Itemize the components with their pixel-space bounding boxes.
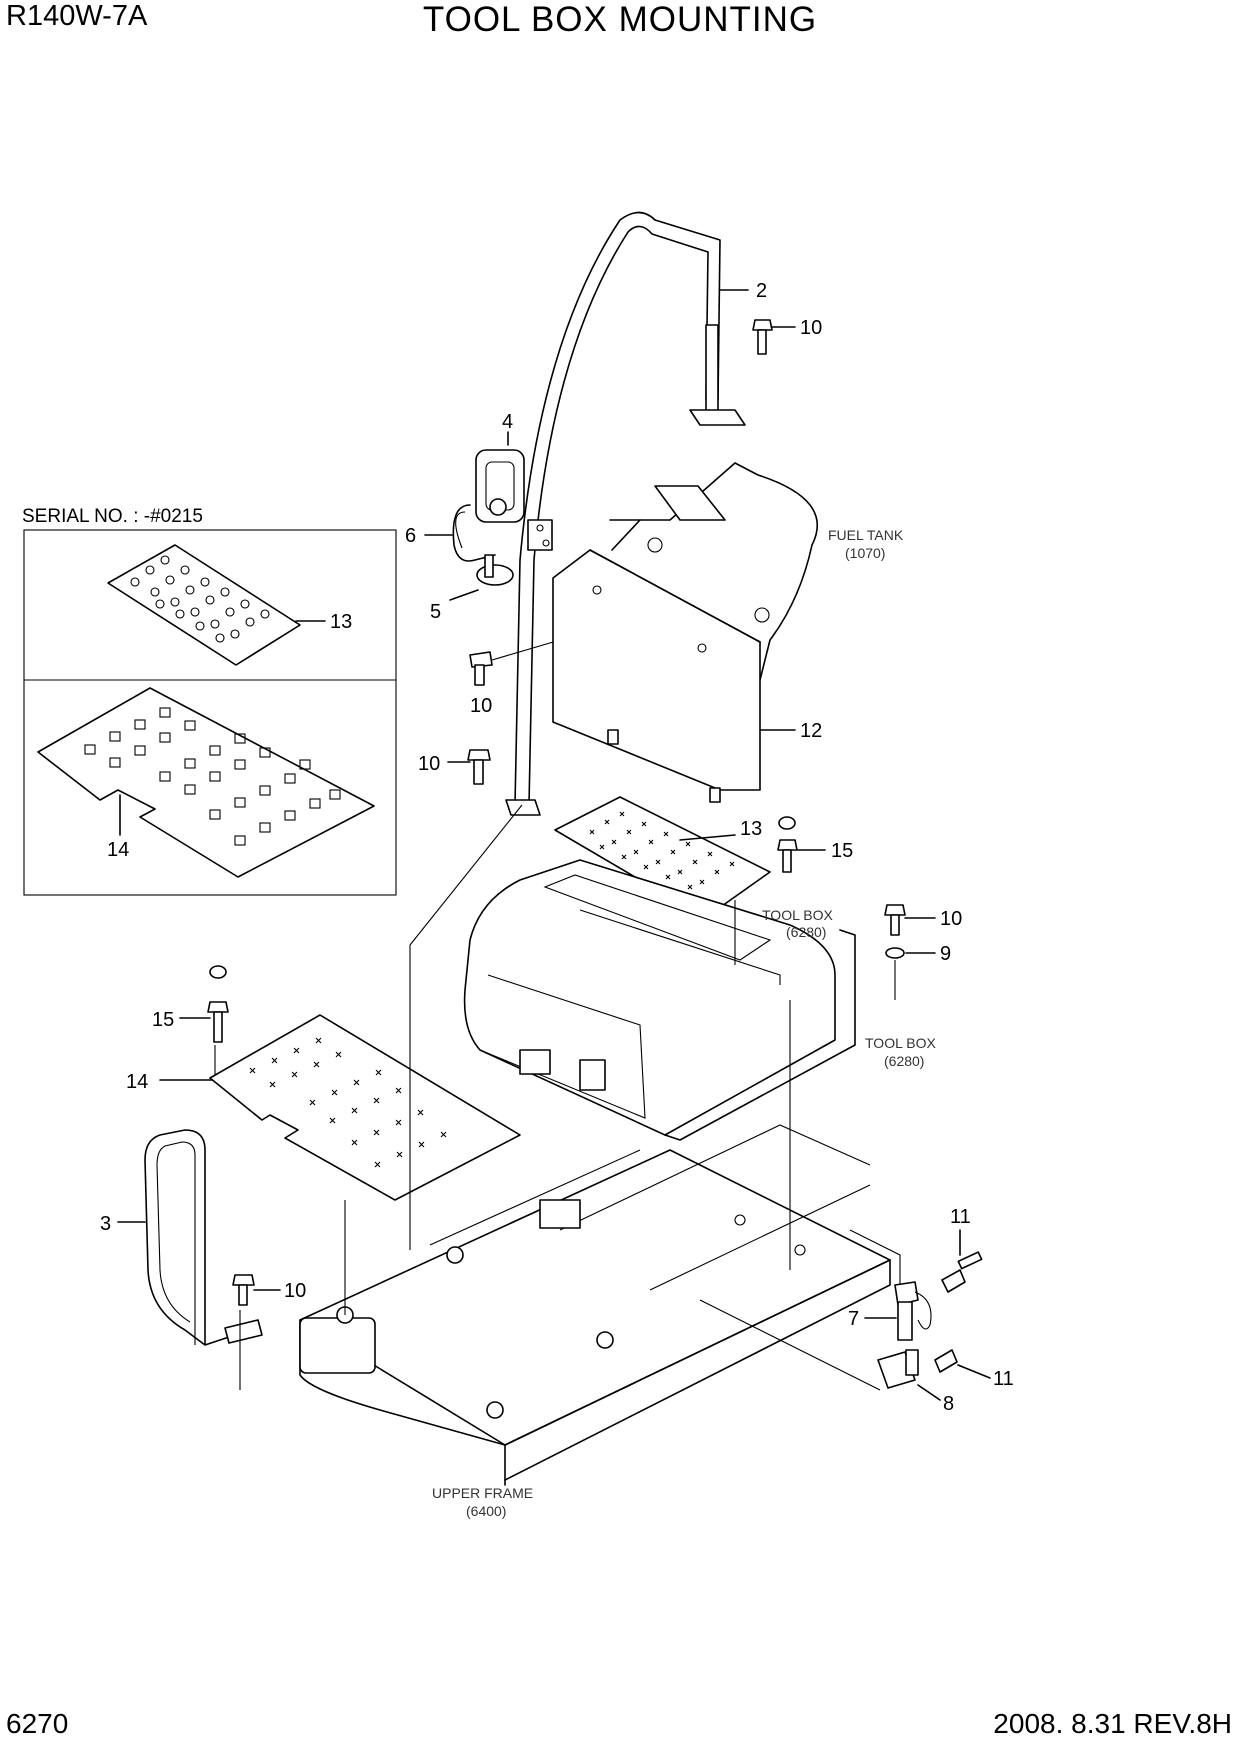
bolt-15-left: 15 <box>152 965 229 1043</box>
callout-10e: 10 <box>284 1280 306 1302</box>
tool-box-label-1: TOOL BOX <box>762 907 833 923</box>
page-title: TOOL BOX MOUNTING <box>422 0 818 39</box>
callout-9: 9 <box>940 943 951 965</box>
callout-4: 4 <box>502 411 513 433</box>
callout-13-inset: 13 <box>330 611 352 633</box>
inset-frame <box>23 529 397 896</box>
bolt-15-right: 15 <box>777 816 853 873</box>
callout-10c: 10 <box>418 753 440 775</box>
inset-plate-13-pattern <box>130 555 270 643</box>
handrail-upper: 2 <box>505 211 767 816</box>
assembly-leader-lines <box>214 804 881 1391</box>
callout-7: 7 <box>848 1308 859 1330</box>
handrail-foot <box>505 799 541 816</box>
tool-box-label-2: TOOL BOX <box>865 1035 936 1051</box>
latch-pin-7: 7 <box>848 1281 932 1341</box>
callout-15b: 15 <box>152 1009 174 1031</box>
callout-12: 12 <box>800 720 822 742</box>
callout-11b: 11 <box>993 1368 1014 1390</box>
bolt-10-lower: 10 <box>232 1274 306 1306</box>
callout-3: 3 <box>100 1213 111 1235</box>
callout-2: 2 <box>756 280 767 302</box>
fuel-tank-ref: (1070) <box>845 545 885 561</box>
fuel-tank-outline: FUEL TANK (1070) <box>609 462 904 681</box>
callout-10a: 10 <box>800 317 822 339</box>
bolt-11-upper: 11 <box>941 1206 983 1293</box>
bolt-10-mid: 10 <box>469 639 561 717</box>
callout-5: 5 <box>430 601 441 623</box>
bolt-10-left: 10 <box>418 749 491 785</box>
upper-frame-label: UPPER FRAME <box>432 1485 533 1501</box>
upper-frame-ref: (6400) <box>466 1503 506 1519</box>
model-number: R140W-7A <box>6 0 148 32</box>
mirror-stay-6 <box>452 504 496 562</box>
callout-10b: 10 <box>470 695 492 717</box>
bolt-10-top: 10 <box>752 317 822 355</box>
mirror-assembly: 4 6 5 <box>405 411 553 623</box>
fuel-tank-label: FUEL TANK <box>828 527 904 543</box>
callout-11a: 11 <box>950 1206 971 1228</box>
step-plate-14: 14 <box>126 1014 521 1201</box>
page-number: 6270 <box>6 1708 69 1739</box>
inset-panel: SERIAL NO. : -#0215 13 <box>22 506 397 896</box>
bolt-10-right: 10 <box>884 904 962 936</box>
callout-10d: 10 <box>940 908 962 930</box>
callout-13: 13 <box>740 818 762 840</box>
washer-9: 9 <box>885 943 951 1000</box>
upper-frame: UPPER FRAME (6400) <box>299 1124 901 1519</box>
handrail-base-plate <box>689 409 746 426</box>
tool-box-body: TOOL BOX (6280) TOOL BOX (6280) <box>463 859 936 1141</box>
cover-plate-12: 12 <box>552 537 822 803</box>
inset-plate-13 <box>107 544 301 666</box>
tool-box-ref-1: (6280) <box>786 924 826 940</box>
callout-15a: 15 <box>831 840 853 862</box>
callout-8: 8 <box>943 1393 954 1415</box>
inset-plate-14-pattern <box>84 707 341 846</box>
revision-date: 2008. 8.31 REV.8H <box>993 1708 1232 1739</box>
bolt-11-lower: 11 <box>934 1349 1014 1390</box>
serial-number-label: SERIAL NO. : -#0215 <box>22 506 203 527</box>
latch-bracket-8: 8 <box>877 1349 954 1415</box>
inset-plate-14 <box>37 687 375 878</box>
handrail-lower-3: 3 <box>100 1129 263 1346</box>
mirror-4 <box>475 449 525 523</box>
tool-box-ref-2: (6280) <box>884 1053 924 1069</box>
callout-14-inset: 14 <box>107 839 129 861</box>
mirror-bracket-5 <box>476 564 514 586</box>
callout-14: 14 <box>126 1071 148 1093</box>
callout-6: 6 <box>405 525 416 547</box>
